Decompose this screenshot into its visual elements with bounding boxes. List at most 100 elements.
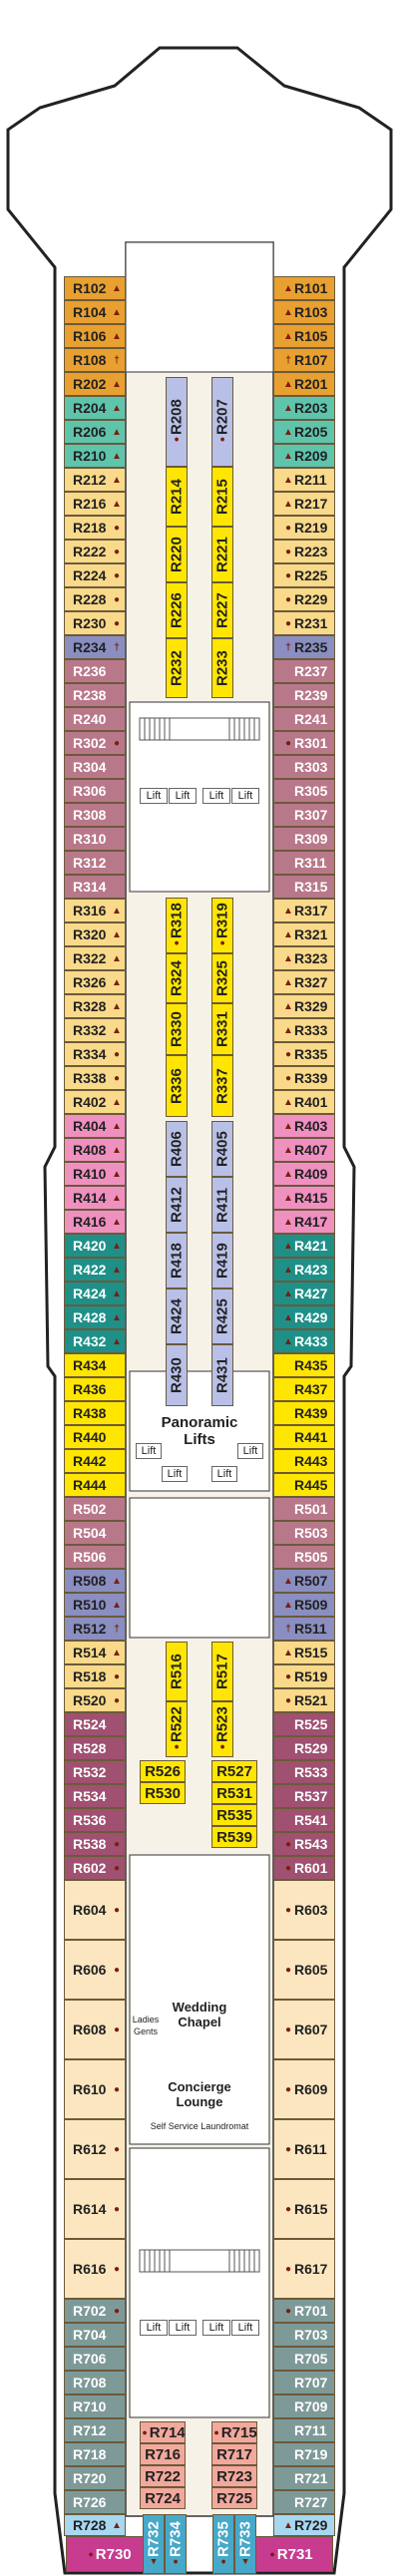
cabin-r406[interactable]: R406 [166, 1121, 188, 1177]
cabin-r523[interactable]: ●R523 [211, 1701, 233, 1757]
cabin-r723[interactable]: R723 [211, 2465, 257, 2487]
cabin-r611[interactable]: ●R611 [273, 2119, 335, 2179]
cabin-r725[interactable]: R725 [211, 2487, 257, 2509]
cabin-r403[interactable]: ▲R403 [273, 1114, 335, 1138]
cabin-r709[interactable]: R709 [273, 2394, 335, 2418]
cabin-r337[interactable]: R337 [211, 1055, 233, 1117]
cabin-r517[interactable]: R517 [211, 1642, 233, 1701]
cabin-r524[interactable]: R524 [64, 1712, 126, 1736]
cabin-r239[interactable]: R239 [273, 683, 335, 707]
cabin-r537[interactable]: R537 [273, 1784, 335, 1808]
cabin-r327[interactable]: ▲R327 [273, 970, 335, 994]
cabin-r708[interactable]: R708 [64, 2371, 126, 2394]
cabin-r204[interactable]: R204▲ [64, 396, 126, 420]
cabin-r412[interactable]: R412 [166, 1177, 188, 1233]
cabin-r420[interactable]: R420▲ [64, 1234, 126, 1258]
cabin-r108[interactable]: R108† [64, 348, 126, 372]
cabin-r728[interactable]: R728▲ [64, 2514, 126, 2536]
cabin-r315[interactable]: R315 [273, 875, 335, 899]
cabin-r607[interactable]: ●R607 [273, 2000, 335, 2059]
cabin-r102[interactable]: R102▲ [64, 276, 126, 300]
cabin-r440[interactable]: R440 [64, 1425, 126, 1449]
cabin-r221[interactable]: R221 [211, 527, 233, 582]
cabin-r203[interactable]: ▲R203 [273, 396, 335, 420]
cabin-r534[interactable]: R534 [64, 1784, 126, 1808]
cabin-r209[interactable]: ▲R209 [273, 444, 335, 468]
cabin-r439[interactable]: R439 [273, 1401, 335, 1425]
cabin-r235[interactable]: †R235 [273, 635, 335, 659]
lift-1[interactable]: Lift [140, 788, 168, 804]
cabin-r724[interactable]: R724 [140, 2487, 186, 2509]
cabin-r506[interactable]: R506 [64, 1545, 126, 1569]
cabin-r339[interactable]: ●R339 [273, 1066, 335, 1090]
panoramic-lift-1[interactable]: Lift [136, 1443, 162, 1459]
cabin-r201[interactable]: ▲R201 [273, 372, 335, 396]
cabin-r612[interactable]: R612● [64, 2119, 126, 2179]
cabin-r417[interactable]: ▲R417 [273, 1210, 335, 1234]
cabin-r331[interactable]: R331 [211, 1003, 233, 1055]
cabin-r302[interactable]: R302● [64, 731, 126, 755]
cabin-r236[interactable]: R236 [64, 659, 126, 683]
cabin-r717[interactable]: R717 [211, 2443, 257, 2465]
cabin-r706[interactable]: R706 [64, 2347, 126, 2371]
cabin-r703[interactable]: R703 [273, 2323, 335, 2347]
cabin-r431[interactable]: R431 [211, 1344, 233, 1406]
cabin-r733[interactable]: ▲R733 [234, 2514, 256, 2574]
cabin-r216[interactable]: R216▲ [64, 492, 126, 516]
cabin-r430[interactable]: R430 [166, 1344, 188, 1406]
cabin-r712[interactable]: R712 [64, 2418, 126, 2442]
cabin-r533[interactable]: R533 [273, 1760, 335, 1784]
cabin-r701[interactable]: ●R701 [273, 2299, 335, 2323]
cabin-r427[interactable]: ▲R427 [273, 1282, 335, 1305]
cabin-r335[interactable]: ●R335 [273, 1042, 335, 1066]
cabin-r445[interactable]: R445 [273, 1473, 335, 1497]
cabin-r324[interactable]: R324 [166, 953, 188, 1003]
cabin-r314[interactable]: R314 [64, 875, 126, 899]
cabin-r729[interactable]: ▲R729 [273, 2514, 335, 2536]
cabin-r432[interactable]: R432▲ [64, 1329, 126, 1353]
cabin-r220[interactable]: R220 [166, 527, 188, 582]
cabin-r705[interactable]: R705 [273, 2347, 335, 2371]
cabin-r443[interactable]: R443 [273, 1449, 335, 1473]
cabin-r435[interactable]: R435 [273, 1353, 335, 1377]
cabin-r304[interactable]: R304 [64, 755, 126, 779]
cabin-r541[interactable]: R541 [273, 1808, 335, 1832]
cabin-r306[interactable]: R306 [64, 779, 126, 803]
cabin-r240[interactable]: R240 [64, 707, 126, 731]
cabin-r318[interactable]: ●R318 [166, 898, 188, 953]
cabin-r433[interactable]: ▲R433 [273, 1329, 335, 1353]
cabin-r323[interactable]: ▲R323 [273, 946, 335, 970]
cabin-r334[interactable]: R334● [64, 1042, 126, 1066]
cabin-r319[interactable]: ●R319 [211, 898, 233, 953]
cabin-r731[interactable]: ●R731 [247, 2536, 333, 2572]
cabin-r732[interactable]: ▲R732 [143, 2514, 165, 2574]
cabin-r322[interactable]: R322▲ [64, 946, 126, 970]
cabin-r605[interactable]: ●R605 [273, 1940, 335, 2000]
cabin-r238[interactable]: R238 [64, 683, 126, 707]
cabin-r405[interactable]: R405 [211, 1121, 233, 1177]
cabin-r437[interactable]: R437 [273, 1377, 335, 1401]
cabin-r714[interactable]: ●R714 [140, 2421, 186, 2443]
cabin-r419[interactable]: R419 [211, 1233, 233, 1288]
cabin-r726[interactable]: R726 [64, 2490, 126, 2514]
cabin-r735[interactable]: ●R735 [212, 2514, 234, 2574]
cabin-r610[interactable]: R610● [64, 2059, 126, 2119]
cabin-r418[interactable]: R418 [166, 1233, 188, 1288]
cabin-r516[interactable]: R516 [166, 1642, 188, 1701]
cabin-r434[interactable]: R434 [64, 1353, 126, 1377]
cabin-r404[interactable]: R404▲ [64, 1114, 126, 1138]
cabin-r710[interactable]: R710 [64, 2394, 126, 2418]
cabin-r308[interactable]: R308 [64, 803, 126, 827]
cabin-r305[interactable]: R305 [273, 779, 335, 803]
cabin-r615[interactable]: ●R615 [273, 2179, 335, 2239]
cabin-r538[interactable]: R538● [64, 1832, 126, 1856]
cabin-r223[interactable]: ●R223 [273, 540, 335, 563]
cabin-r718[interactable]: R718 [64, 2442, 126, 2466]
cabin-r206[interactable]: R206▲ [64, 420, 126, 444]
cabin-r518[interactable]: R518● [64, 1664, 126, 1688]
cabin-r408[interactable]: R408▲ [64, 1138, 126, 1162]
cabin-r401[interactable]: ▲R401 [273, 1090, 335, 1114]
cabin-r415[interactable]: ▲R415 [273, 1186, 335, 1210]
cabin-r526[interactable]: R526 [140, 1760, 186, 1782]
cabin-r720[interactable]: R720 [64, 2466, 126, 2490]
